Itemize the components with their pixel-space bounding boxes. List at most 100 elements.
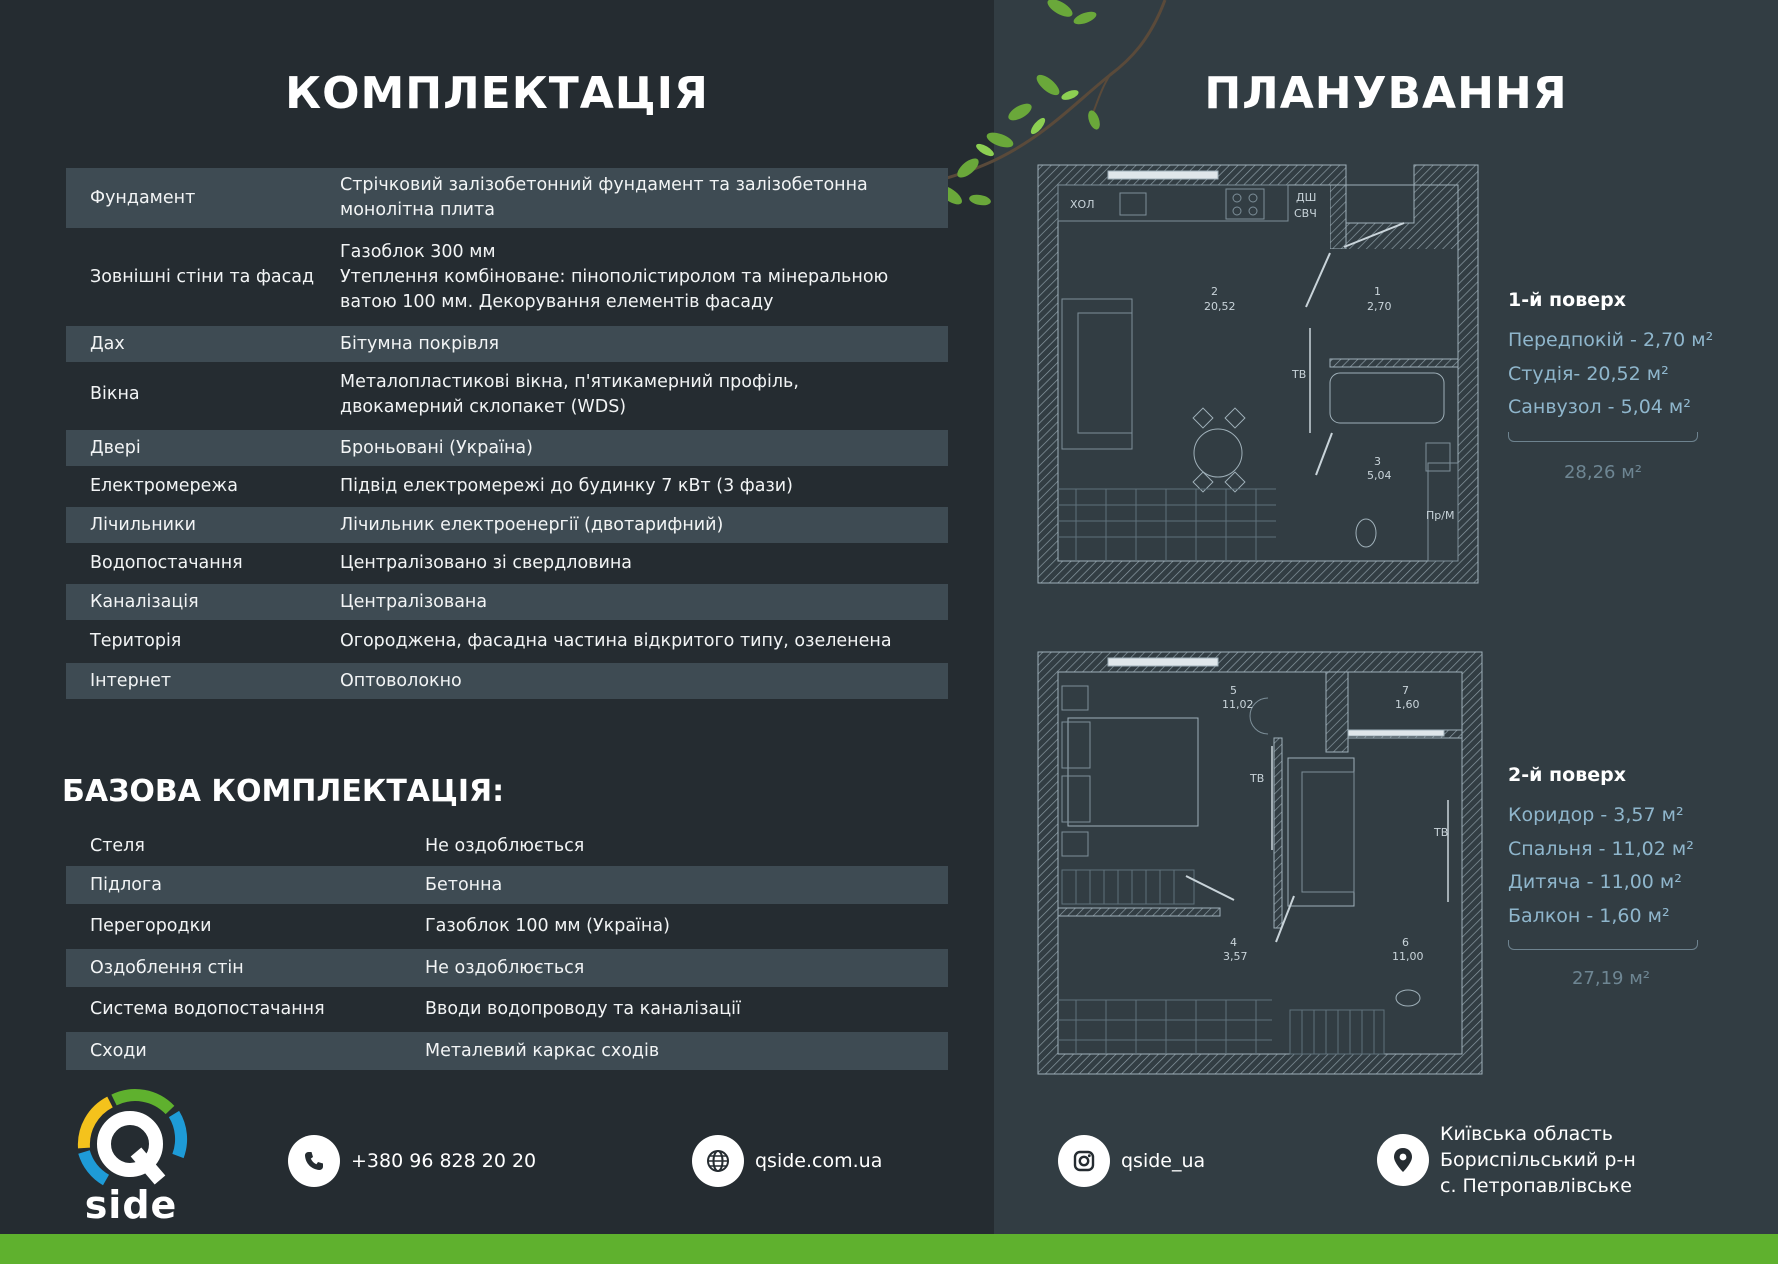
row-key: Система водопостачання	[90, 999, 325, 1019]
row-key: Вікна	[90, 384, 140, 404]
row-key: Двері	[90, 437, 141, 458]
room-2-number: 2	[1211, 285, 1218, 298]
row-value-line: ватою 100 мм. Декорування елементів фаса…	[340, 292, 774, 312]
row-value: Газоблок 300 мм Утеплення комбіноване: п…	[340, 240, 948, 315]
room-5-number: 5	[1230, 684, 1237, 697]
q-logo-icon	[77, 1089, 188, 1186]
page-title-komplektatsiia: КОМПЛЕКТАЦІЯ	[285, 68, 709, 119]
row-key: Оздоблення стін	[90, 957, 244, 978]
row-value: Не оздоблюється	[425, 835, 585, 856]
label-tv: ТВ	[1291, 368, 1306, 381]
table-row: Стеля Не оздоблюється	[66, 826, 948, 866]
website-link[interactable]: qside.com.ua	[755, 1150, 883, 1172]
table-row: Перегородки Газоблок 100 мм (Україна)	[66, 904, 948, 949]
instagram-icon	[1058, 1135, 1110, 1187]
website-contact[interactable]: qside.com.ua	[692, 1135, 882, 1187]
address-line: Бориспільський р-н	[1440, 1149, 1636, 1171]
label-dsh: ДШ	[1296, 191, 1316, 204]
address-text: Київська область Бориспільський р-н с. П…	[1440, 1121, 1636, 1199]
room-item: Дитяча - 11,00 м²	[1508, 871, 1682, 893]
floor-1-room-list: Передпокій - 2,70 м² Студія- 20,52 м² Са…	[1508, 324, 1713, 425]
floor-2-title: 2-й поверх	[1508, 764, 1626, 786]
room-3-number: 3	[1374, 455, 1381, 468]
row-key: Лічильники	[90, 514, 196, 535]
floor-2-plan: ТВ ТВ 5 11,02 7 1,60 4 3,57 6 11,00	[1036, 650, 1484, 1078]
row-value: Огороджена, фасадна частина відкритого т…	[340, 631, 892, 651]
label-tv-2b: ТВ	[1433, 826, 1448, 839]
spec-table: Фундамент Стрічковий залізобетонний фунд…	[66, 168, 948, 699]
row-value-line: Газоблок 300 мм	[340, 242, 496, 262]
room-2-area: 20,52	[1204, 300, 1236, 313]
row-value: Стрічковий залізобетонний фундамент та з…	[340, 173, 948, 223]
row-value: Бетонна	[425, 874, 503, 895]
floor-1-title: 1-й поверх	[1508, 289, 1626, 311]
row-value: Вводи водопроводу та каналізації	[425, 999, 741, 1019]
row-key: Дах	[90, 333, 125, 354]
footer-green-bar	[0, 1234, 1778, 1264]
floor-2-bracket	[1508, 940, 1698, 950]
phone-icon	[288, 1135, 340, 1187]
floor-1-total: 28,26 м²	[1563, 462, 1643, 483]
table-row: Територія Огороджена, фасадна частина ві…	[66, 620, 948, 663]
row-key: Інтернет	[90, 670, 172, 691]
row-key: Територія	[90, 631, 182, 651]
logo-text: side	[84, 1183, 178, 1227]
row-value: Газоблок 100 мм (Україна)	[425, 916, 670, 936]
table-row: Каналізація Централізована	[66, 584, 948, 620]
globe-icon	[692, 1135, 744, 1187]
room-1-area: 2,70	[1367, 300, 1392, 313]
row-key: Електромережа	[90, 476, 238, 496]
room-item: Студія- 20,52 м²	[1508, 362, 1669, 385]
room-item: Коридор - 3,57 м²	[1508, 804, 1684, 826]
row-value-line: двокамерний склопакет (WDS)	[340, 396, 627, 417]
label-tv-2a: ТВ	[1249, 772, 1264, 785]
row-value: Не оздоблюється	[425, 957, 585, 978]
address-contact: Київська область Бориспільський р-н с. П…	[1377, 1121, 1636, 1199]
room-3-area: 5,04	[1367, 469, 1392, 482]
floor-1-bracket	[1508, 432, 1698, 442]
row-key: Стеля	[90, 835, 145, 856]
address-line: Київська область	[1440, 1123, 1613, 1145]
row-value: Централізована	[340, 591, 488, 612]
phone-number: +380 96 828 20 20	[351, 1150, 537, 1172]
row-value-line: Утеплення комбіноване: пінополістиролом …	[340, 267, 889, 287]
table-row: Водопостачання Централізовано зі свердло…	[66, 543, 948, 584]
row-value-line: Стрічковий залізобетонний фундамент та з…	[340, 175, 868, 195]
floor-2-total: 27,19 м²	[1571, 968, 1651, 989]
address-line: с. Петропавлівське	[1440, 1175, 1632, 1197]
page-title-planuvannia: ПЛАНУВАННЯ	[1204, 68, 1568, 119]
phone-contact[interactable]: +380 96 828 20 20	[288, 1135, 536, 1187]
floor-1-plan: ХОЛ ДШ СВЧ ТВ Пр/М 2 20,52 1 2,70	[1036, 163, 1484, 589]
room-1-number: 1	[1374, 285, 1381, 298]
room-item: Спальня - 11,02 м²	[1508, 837, 1694, 860]
row-key: Фундамент	[90, 187, 196, 208]
row-value: Лічильник електроенергії (двотарифний)	[340, 514, 724, 535]
room-6-number: 6	[1402, 936, 1409, 949]
row-value: Металевий каркас сходів	[425, 1040, 660, 1061]
base-spec-table: Стеля Не оздоблюється Підлога Бетонна Пе…	[66, 826, 948, 1070]
room-item: Передпокій - 2,70 м²	[1508, 329, 1714, 351]
instagram-handle[interactable]: qside_ua	[1121, 1150, 1206, 1172]
instagram-contact[interactable]: qside_ua	[1058, 1135, 1205, 1187]
room-5-area: 11,02	[1222, 698, 1254, 711]
table-row: Електромережа Підвід електромережі до бу…	[66, 466, 948, 507]
table-row: Зовнішні стіни та фасад Газоблок 300 мм …	[66, 231, 948, 324]
row-key: Підлога	[90, 874, 162, 895]
room-7-number: 7	[1402, 684, 1409, 697]
qside-logo: side	[70, 1086, 192, 1227]
room-item: Балкон - 1,60 м²	[1508, 904, 1670, 927]
table-row: Дах Бітумна покрівля	[66, 326, 948, 362]
row-key: Сходи	[90, 1040, 147, 1061]
floor-2-room-list: Коридор - 3,57 м² Спальня - 11,02 м² Дит…	[1508, 799, 1694, 933]
room-4-area: 3,57	[1223, 950, 1248, 963]
row-value: Бітумна покрівля	[340, 333, 500, 354]
table-row: Система водопостачання Вводи водопроводу…	[66, 987, 948, 1032]
table-row: Двері Броньовані (Україна)	[66, 430, 948, 466]
row-key: Каналізація	[90, 591, 199, 612]
label-hol: ХОЛ	[1070, 198, 1094, 211]
table-row: Підлога Бетонна	[66, 866, 948, 904]
row-value: Централізовано зі свердловина	[340, 553, 633, 573]
table-row: Фундамент Стрічковий залізобетонний фунд…	[66, 168, 948, 228]
label-svch: СВЧ	[1294, 207, 1317, 220]
row-value-line: монолітна плита	[340, 200, 495, 220]
